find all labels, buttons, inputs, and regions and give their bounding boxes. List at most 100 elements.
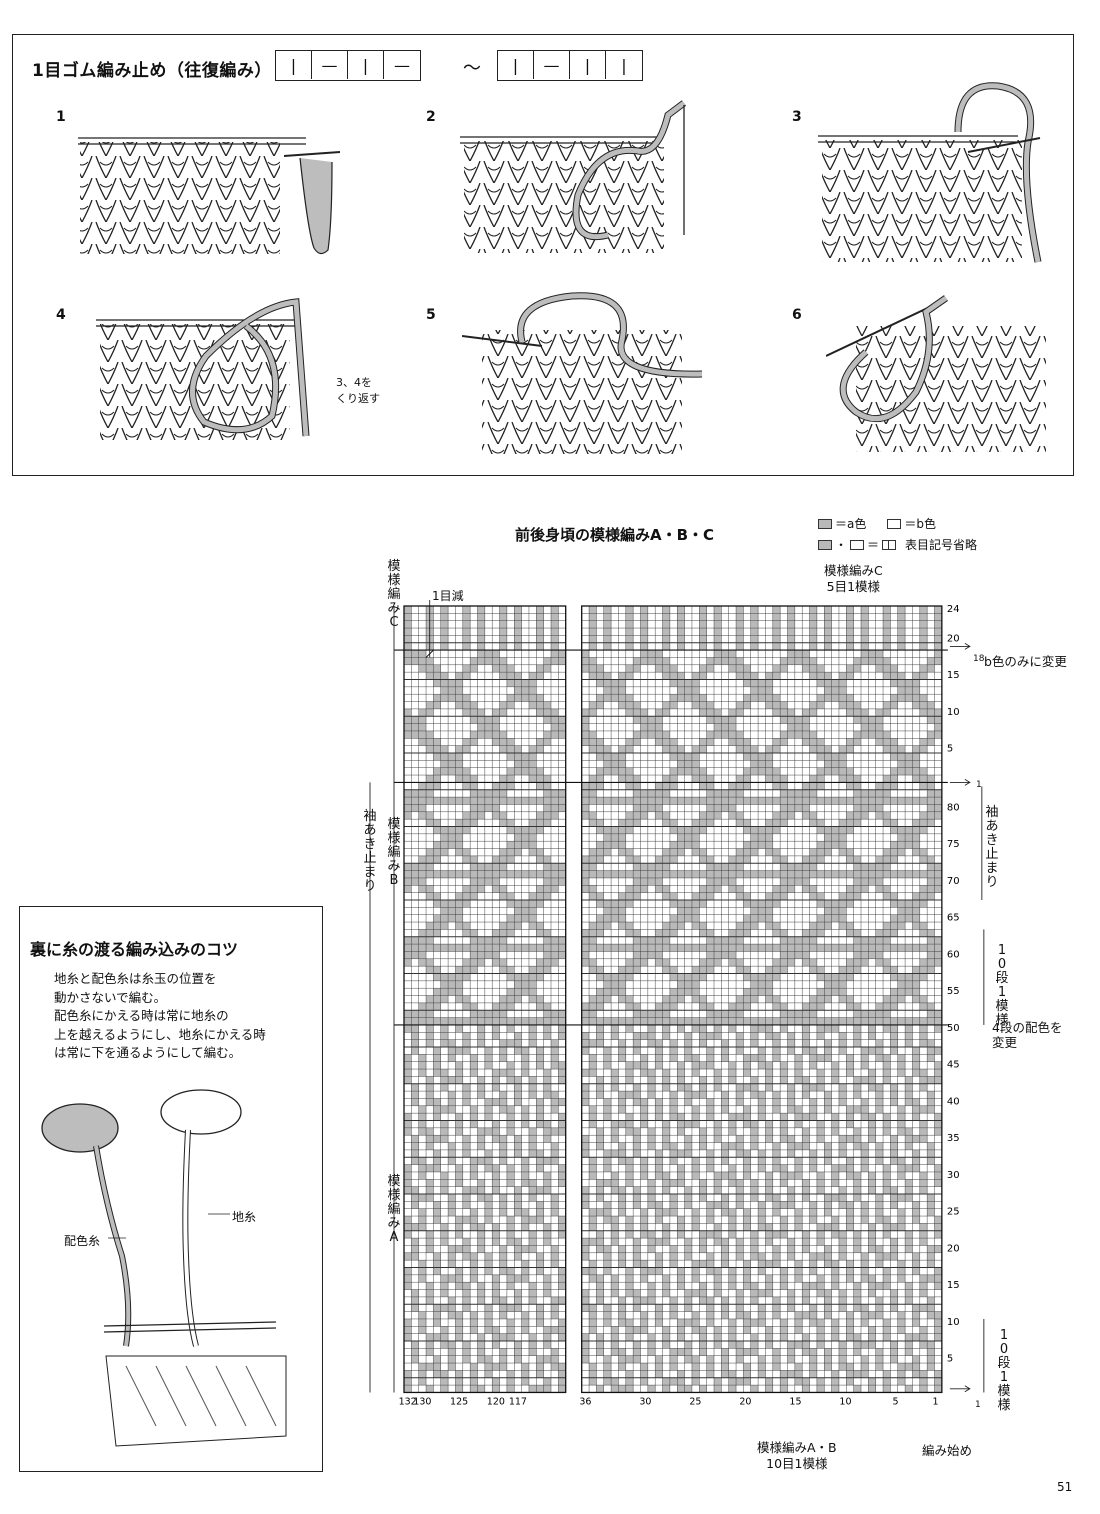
chart-cell-a [558,1120,566,1128]
chart-cell-a [499,892,507,900]
chart-cell-a [691,1113,700,1121]
chart-cell-a [506,1333,515,1341]
chart-cell-a [470,944,478,952]
chart-cell-a [684,1385,692,1393]
chart-cell-a [625,1377,634,1386]
chart-cell-a [426,1363,434,1371]
chart-cell-a [677,1370,685,1378]
chart-cell-a [536,1216,544,1224]
chart-cell-a [536,1098,544,1106]
chart-cell-a [765,1289,773,1297]
chart-cell-a [794,723,803,731]
chart-cell-a [912,1047,920,1055]
chart-cell-a [743,1054,751,1062]
chart-cell-a [736,708,744,717]
chart-cell-a [633,1194,641,1202]
chart-cell-a [433,664,441,673]
chart-cell-a [514,635,522,643]
chart-cell-a [824,1223,832,1231]
chart-cell-a [772,811,781,820]
chart-cell-a [655,1054,663,1062]
chart-cell-a [765,694,773,702]
chart-cell-a [802,936,810,945]
chart-cell-a [484,804,493,812]
chart-cell-a [521,973,529,981]
chart-cell-a [743,1267,751,1275]
chart-cell-a [418,716,427,724]
chart-cell-a [662,1069,670,1077]
chart-cell-a [662,708,670,717]
chart-cell-a [780,1069,788,1077]
chart-cell-a [514,988,522,996]
chart-cell-a [846,1267,854,1275]
chart-cell-a [838,966,847,974]
chart-cell-a [794,1341,803,1349]
chart-cell-a [470,870,478,878]
chart-cell-a [603,1260,612,1268]
chart-cell-a [772,1164,781,1172]
chart-cell-a [728,657,737,665]
chart-cell-a [492,1120,500,1128]
chart-cell-a [581,1017,590,1025]
chart-cell-a [455,819,463,827]
chart-cell-a [418,1061,427,1070]
chart-cell-a [499,811,507,820]
chart-cell-a [728,1024,737,1033]
chart-cell-a [765,988,773,996]
chart-cell-a [890,738,898,746]
chart-cell-a [691,973,700,981]
chart-cell-a [455,1179,463,1187]
chart-cell-a [492,1230,500,1239]
chart-cell-a [477,951,485,959]
chart-cell-a [890,1289,898,1297]
chart-cell-a [470,1252,478,1261]
chart-cell-a [787,723,795,731]
chart-cell-a [802,951,810,959]
chart-cell-a [853,730,861,739]
chart-cell-a [728,1171,737,1180]
chart-cell-a [794,1171,803,1180]
chart-cell-a [462,1252,471,1261]
chart-cell-a [611,914,619,923]
chart-cell-a [462,694,471,702]
chart-cell-a [919,1179,928,1187]
chart-cell-a [662,657,670,665]
chart-cell-a [758,1091,766,1099]
arrow-icon [949,643,971,650]
chart-cell-a [824,1149,832,1158]
chart-cell-a [543,1091,551,1099]
chart-cell-a [404,708,412,717]
chart-cell-a [853,870,861,878]
chart-cell-a [528,760,537,768]
chart-cell-a [875,789,884,798]
chart-cell-a [890,819,898,827]
chart-cell-a [655,855,663,864]
chart-cell-a [706,1216,714,1224]
chart-cell-a [625,642,634,651]
chart-cell-a [912,753,920,761]
chart-cell-a [589,1326,597,1334]
chart-cell-a [669,973,678,981]
chart-cell-a [618,1201,626,1209]
chart-cell-a [484,1164,493,1172]
chart-cell-a [905,980,913,989]
chart-cell-a [721,1194,729,1202]
chart-cell-a [883,797,891,805]
chart-cell-a [758,1164,766,1172]
chart-cell-a [647,870,656,878]
chart-cell-a [919,855,928,864]
chart-cell-a [669,1304,678,1312]
chart-cell-a [618,973,626,981]
chart-cell-a [919,1127,928,1136]
chart-cell-a [528,753,537,761]
chart-cell-a [706,1230,714,1239]
chart-cell-a [514,1194,522,1202]
chart-cell-a [433,797,441,805]
chart-cell-a [448,1208,456,1217]
chart-cell-a [440,753,449,761]
chart-cell-a [411,1142,419,1150]
chart-cell-a [824,1363,832,1371]
chart-cell-a [440,1377,449,1386]
chart-cell-a [625,900,634,908]
chart-cell-a [883,958,891,967]
